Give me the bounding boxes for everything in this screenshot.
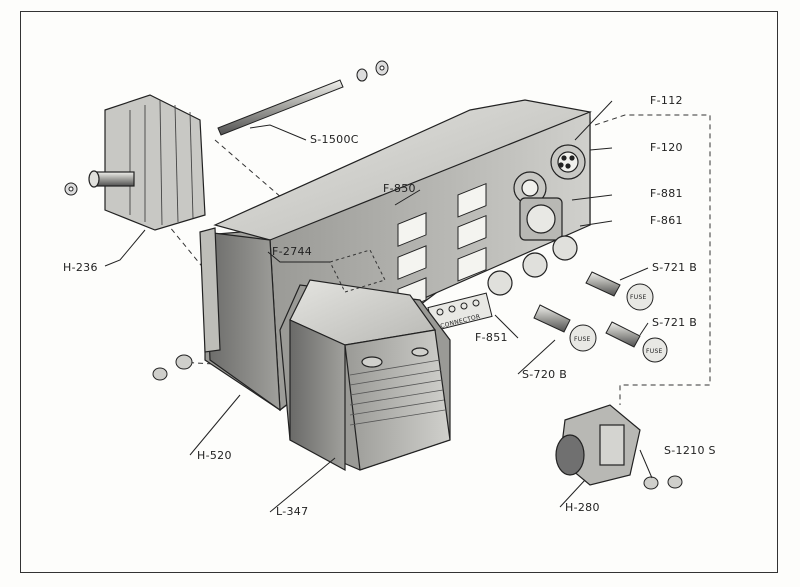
label-h280: H-280: [565, 501, 600, 514]
fuse-marking-2: FUSE: [574, 336, 591, 343]
terminal-strip: [427, 292, 493, 332]
socket-h280: [555, 404, 641, 486]
label-s1500c: S-1500C: [310, 133, 359, 146]
label-h520: H-520: [197, 449, 232, 462]
shaft-s1500c: [64, 60, 389, 196]
label-f851: F-851: [475, 331, 508, 344]
label-s721b-top: S-721 B: [652, 261, 698, 274]
fuse-marking-1: FUSE: [630, 294, 647, 301]
leader-lines: [104, 100, 653, 513]
label-f120: F-120: [650, 141, 683, 154]
fuse-holders: [533, 271, 668, 363]
label-f881: F-881: [650, 187, 683, 200]
nuts: [152, 354, 683, 490]
label-s721b-bottom: S-721 B: [652, 316, 698, 329]
label-l347: L-347: [276, 505, 309, 518]
label-f2744: F-2744: [272, 245, 313, 258]
label-h236: H-236: [63, 261, 98, 274]
transformer-l347: [279, 279, 451, 472]
diagram-border: [20, 11, 778, 573]
rotary-switch-h236: [88, 94, 206, 231]
bracket-f2744: [329, 249, 386, 293]
label-f850: F-850: [383, 182, 416, 195]
label-f112: F-112: [650, 94, 683, 107]
connectors: [487, 144, 586, 296]
label-s1210s: S-1210 S: [664, 444, 716, 457]
fuse-marking-3: FUSE: [646, 348, 663, 355]
label-s720b: S-720 B: [522, 368, 568, 381]
front-switches: [397, 182, 487, 312]
label-f861: F-861: [650, 214, 683, 227]
